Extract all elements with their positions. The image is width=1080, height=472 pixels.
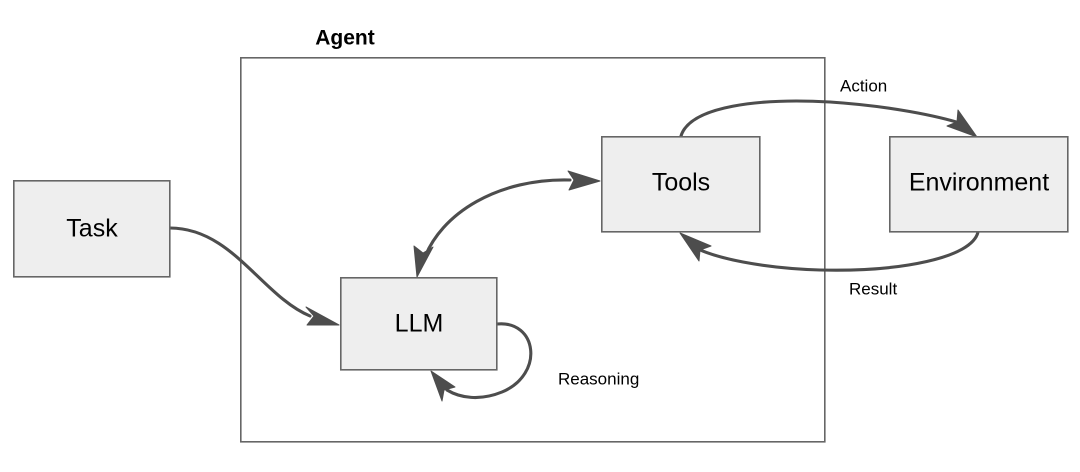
edge-tools-to-environment-arrowhead	[946, 109, 978, 138]
edge-environment-to-tools-path	[694, 230, 980, 272]
node-tools-label: Tools	[652, 169, 710, 197]
edge-task-to-llm-arrowhead	[305, 306, 340, 326]
node-tools-box	[600, 136, 761, 233]
node-llm[interactable]: LLM	[339, 276, 498, 371]
edge-tools-to-environment-path	[679, 99, 965, 138]
edge-llm-self-loop-path	[445, 322, 533, 399]
edge-environment-to-tools[interactable]: Result	[679, 230, 980, 298]
node-llm-label: LLM	[395, 310, 444, 338]
node-task[interactable]: Task	[13, 180, 171, 278]
node-task-label: Task	[66, 215, 118, 243]
edge-llm-self-loop-arrowhead	[430, 370, 456, 402]
node-environment-label: Environment	[909, 169, 1049, 197]
agent-container-label: Agent	[315, 27, 375, 50]
node-environment-box	[888, 136, 1069, 233]
edge-label-reasoning: Reasoning	[558, 369, 639, 388]
edge-llm-to-tools[interactable]	[413, 170, 601, 278]
edge-task-to-llm-path	[168, 226, 312, 318]
edge-llm-self-loop[interactable]: Reasoning	[430, 322, 639, 402]
node-task-box	[13, 180, 171, 278]
edge-llm-to-tools-path	[421, 178, 572, 264]
agent-container-box[interactable]	[240, 56, 826, 443]
node-environment[interactable]: Environment	[888, 136, 1069, 233]
edge-task-to-llm[interactable]	[168, 226, 340, 326]
edge-environment-to-tools-arrowhead	[679, 232, 712, 262]
edge-llm-to-tools-arrowhead-start	[413, 245, 434, 278]
edge-label-result: Result	[849, 279, 897, 298]
node-tools[interactable]: Tools	[600, 136, 761, 233]
node-llm-box	[339, 276, 498, 371]
edge-tools-to-environment[interactable]: Action	[679, 76, 978, 138]
edge-label-action: Action	[840, 76, 887, 95]
edge-llm-to-tools-arrowhead-end	[567, 170, 601, 191]
